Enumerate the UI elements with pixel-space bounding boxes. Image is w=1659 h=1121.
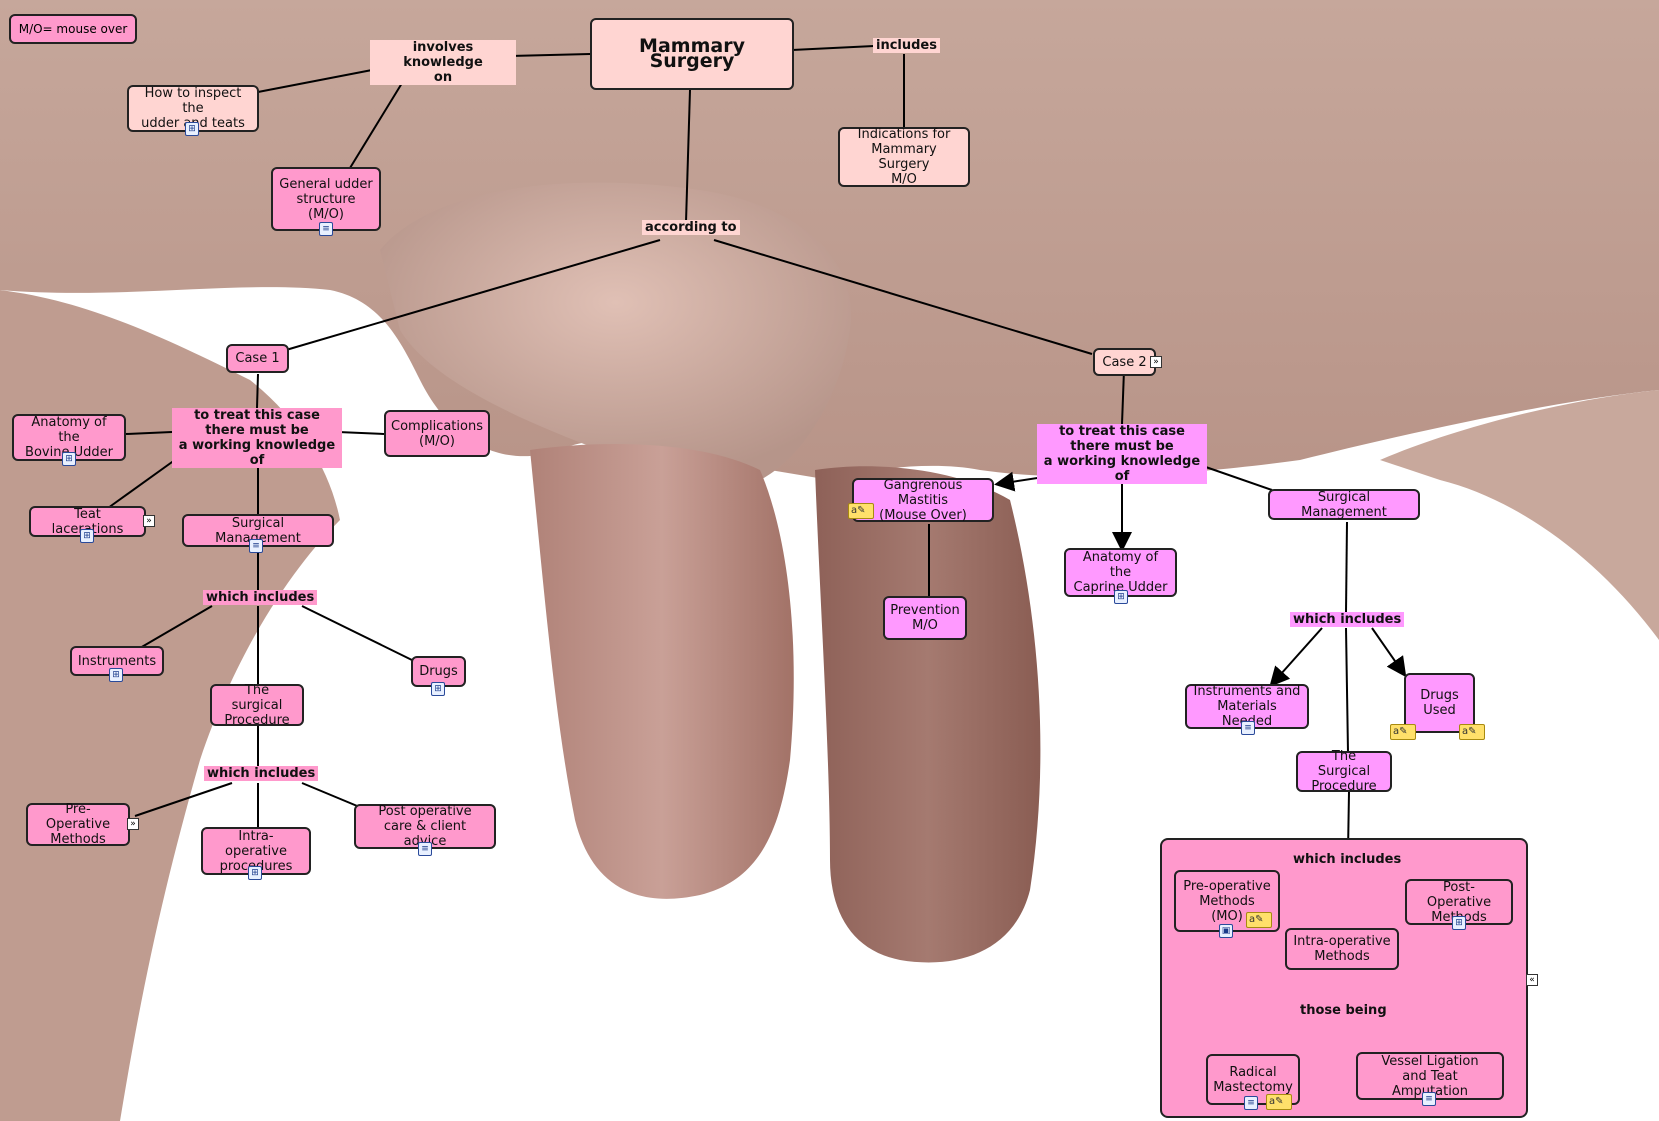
annotation-icon[interactable]: a✎: [1390, 724, 1416, 740]
image-icon[interactable]: ▣: [1219, 924, 1233, 938]
node-case-1[interactable]: Case 1: [226, 344, 289, 373]
node-pre-operative-1[interactable]: Pre-Operative Methods: [26, 802, 130, 847]
concept-map-icon[interactable]: ⊞: [1452, 916, 1466, 930]
link-those-being: those being: [1297, 1003, 1390, 1018]
concept-map-icon[interactable]: ⊞: [185, 122, 199, 136]
node-intra-operative-2[interactable]: Intra-operative Methods: [1285, 928, 1399, 970]
concept-map-icon[interactable]: ⊞: [109, 668, 123, 682]
node-complications[interactable]: Complications (M/O): [384, 410, 490, 457]
expand-arrow-icon[interactable]: »: [1150, 356, 1162, 368]
node-case-2[interactable]: Case 2: [1093, 348, 1156, 376]
document-icon[interactable]: ≡: [319, 222, 333, 236]
annotation-icon[interactable]: a✎: [848, 503, 874, 519]
link-includes: includes: [873, 38, 940, 53]
link-treat-case-1: to treat this case there must be a worki…: [172, 408, 342, 468]
expand-arrow-icon[interactable]: »: [127, 818, 139, 830]
legend-note: M/O= mouse over: [9, 14, 137, 44]
document-icon[interactable]: ≡: [1241, 721, 1255, 735]
link-which-includes-2: which includes: [204, 766, 319, 781]
node-indications[interactable]: Indications for Mammary Surgery M/O: [838, 127, 970, 187]
annotation-icon[interactable]: a✎: [1459, 724, 1485, 740]
concept-map-icon[interactable]: ⊞: [80, 529, 94, 543]
link-treat-case-2: to treat this case there must be a worki…: [1037, 424, 1207, 484]
concept-map-icon[interactable]: ⊞: [62, 452, 76, 466]
concept-map-icon[interactable]: ⊞: [248, 866, 262, 880]
node-instruments-1[interactable]: Instruments: [70, 646, 164, 676]
node-prevention[interactable]: Prevention M/O: [883, 596, 967, 640]
link-which-includes-1: which includes: [203, 590, 318, 605]
concept-map-icon[interactable]: ⊞: [1114, 590, 1128, 604]
annotation-icon[interactable]: a✎: [1266, 1094, 1292, 1110]
node-drugs-used[interactable]: Drugs Used: [1404, 673, 1475, 733]
concept-map-icon[interactable]: ⊞: [431, 682, 445, 696]
link-involves-knowledge: involves knowledge on: [370, 40, 516, 85]
annotation-icon[interactable]: a✎: [1246, 912, 1272, 928]
node-post-operative-1[interactable]: Post operative care & client advice: [354, 804, 496, 849]
node-pre-operative-2[interactable]: Pre-operative Methods (MO): [1174, 870, 1280, 932]
document-icon[interactable]: ≡: [249, 539, 263, 553]
collapse-arrow-icon[interactable]: «: [1526, 974, 1538, 986]
expand-arrow-icon[interactable]: »: [143, 515, 155, 527]
link-which-includes-4: which includes: [1290, 852, 1405, 867]
root-mammary-surgery[interactable]: Mammary Surgery: [590, 18, 794, 90]
node-surgical-procedure-1[interactable]: The surgical Procedure: [210, 683, 304, 728]
document-icon[interactable]: ≡: [1422, 1092, 1436, 1106]
link-which-includes-3: which includes: [1290, 612, 1405, 627]
link-according-to: according to: [642, 220, 740, 235]
node-surgical-procedure-2[interactable]: The Surgical Procedure: [1296, 749, 1392, 794]
node-surgical-management-2[interactable]: Surgical Management: [1268, 489, 1420, 520]
document-icon[interactable]: ≡: [1244, 1096, 1258, 1110]
document-icon[interactable]: ≡: [418, 842, 432, 856]
node-gangrenous-mastitis[interactable]: Gangrenous Mastitis (Mouse Over): [852, 478, 994, 523]
